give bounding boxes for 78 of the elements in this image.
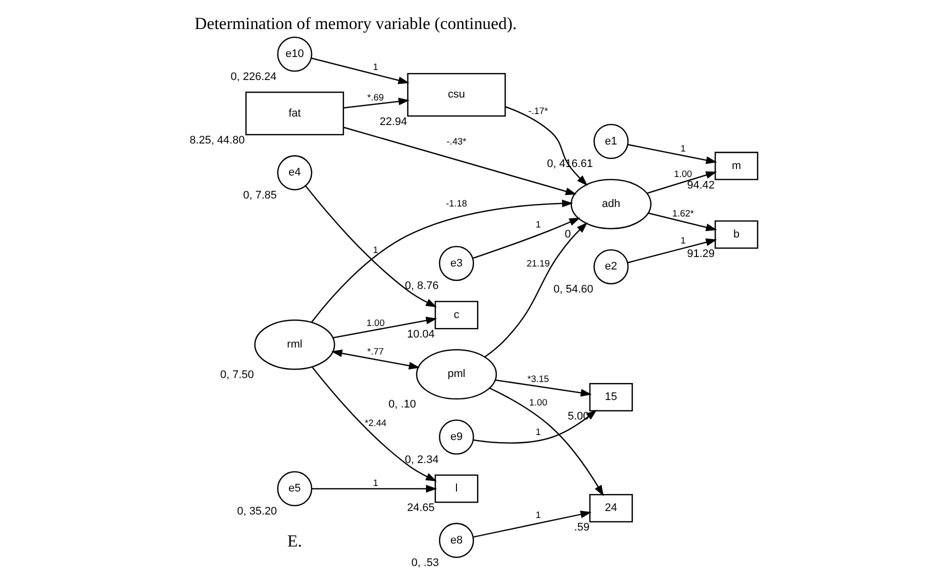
edge-label: 1.00 [528, 398, 547, 408]
node-box: l [434, 474, 478, 503]
edge-label: 1 [372, 478, 378, 488]
node-label: 0, 7.85 [242, 190, 276, 202]
arrow [646, 171, 716, 194]
node-label: 0, 8.76 [404, 280, 438, 292]
arrow [343, 126, 576, 196]
node-box: fat [244, 92, 344, 136]
arrow [472, 510, 592, 538]
edge-label: *3.15 [526, 374, 549, 384]
edge-label: -1.18 [445, 198, 467, 208]
node-label: 8.25, 44.80 [189, 134, 244, 146]
arrow [310, 58, 409, 84]
node-box: m [714, 152, 758, 180]
edge-label: 1 [535, 220, 540, 230]
node-box: 15 [588, 383, 632, 412]
diagram-title: Determination of memory variable (continued). [194, 14, 516, 33]
node-circle: e1 [593, 124, 628, 159]
edge-label: 21.19 [526, 258, 550, 269]
arrow [626, 238, 716, 264]
node-label: 91.29 [686, 248, 714, 260]
arrow [494, 379, 592, 397]
edge-label: 1 [372, 62, 378, 72]
arrow [311, 484, 437, 493]
node-label: 0, 2.34 [404, 454, 438, 466]
edge-label: 1 [680, 143, 686, 154]
arrow [332, 316, 437, 338]
node-box: csu [406, 73, 506, 117]
node-label: 94.42 [686, 179, 714, 192]
edge-label: 1 [680, 236, 686, 246]
arrow [304, 186, 436, 308]
node-label: 0, 226.24 [230, 70, 276, 83]
node-label: 10.04 [406, 328, 434, 340]
arrow [648, 212, 717, 232]
node-circle: e5 [276, 471, 312, 506]
node-label: 0, .53 [410, 557, 438, 570]
node-ellipse: adh [570, 178, 652, 230]
node-ellipse: pml [416, 349, 496, 400]
edge-label: 1 [535, 427, 540, 438]
node-circle: e9 [438, 419, 474, 455]
arrow [310, 200, 573, 323]
node-label: .59 [574, 522, 589, 534]
arrow [311, 366, 436, 482]
node-label: 0, 54.60 [552, 284, 593, 296]
label: E. [286, 531, 302, 550]
node-label: 0, 7.50 [220, 369, 254, 382]
edge-label: 1 [535, 510, 540, 520]
node-box: b [714, 220, 758, 249]
node-label: 0 [564, 228, 570, 240]
arrow [343, 98, 410, 108]
edge-label: *.77 [366, 346, 384, 357]
arrow [504, 106, 588, 186]
node-label: 0, .10 [388, 398, 416, 411]
arrow [472, 218, 580, 259]
node-box: c [434, 300, 478, 330]
node-circle: e2 [593, 249, 628, 284]
edge-label: -.43* [446, 136, 466, 147]
edge-label: 1.62* [672, 208, 694, 219]
arrow [488, 387, 604, 496]
arrow [330, 350, 420, 370]
node-circle: e3 [438, 246, 474, 281]
arrow [627, 144, 717, 164]
edge-label: -.17* [528, 106, 548, 116]
edge-label: *2.44 [364, 418, 386, 428]
node-circle: e10 [276, 36, 312, 72]
node-label: 24.65 [406, 502, 434, 514]
edge-label: 1 [372, 245, 378, 256]
node-circle: e4 [276, 155, 312, 190]
node-ellipse: rml [254, 320, 335, 370]
node-circle: e8 [438, 522, 474, 558]
arrow [472, 410, 596, 444]
edge-label: 1.00 [366, 318, 384, 328]
edge-label: 1.00 [674, 168, 692, 179]
node-label: 0, 35.20 [236, 505, 276, 518]
arrow [484, 222, 588, 358]
node-label: 22.94 [379, 116, 407, 128]
edge-label: *.69 [366, 92, 384, 103]
node-box: 24 [588, 494, 632, 522]
